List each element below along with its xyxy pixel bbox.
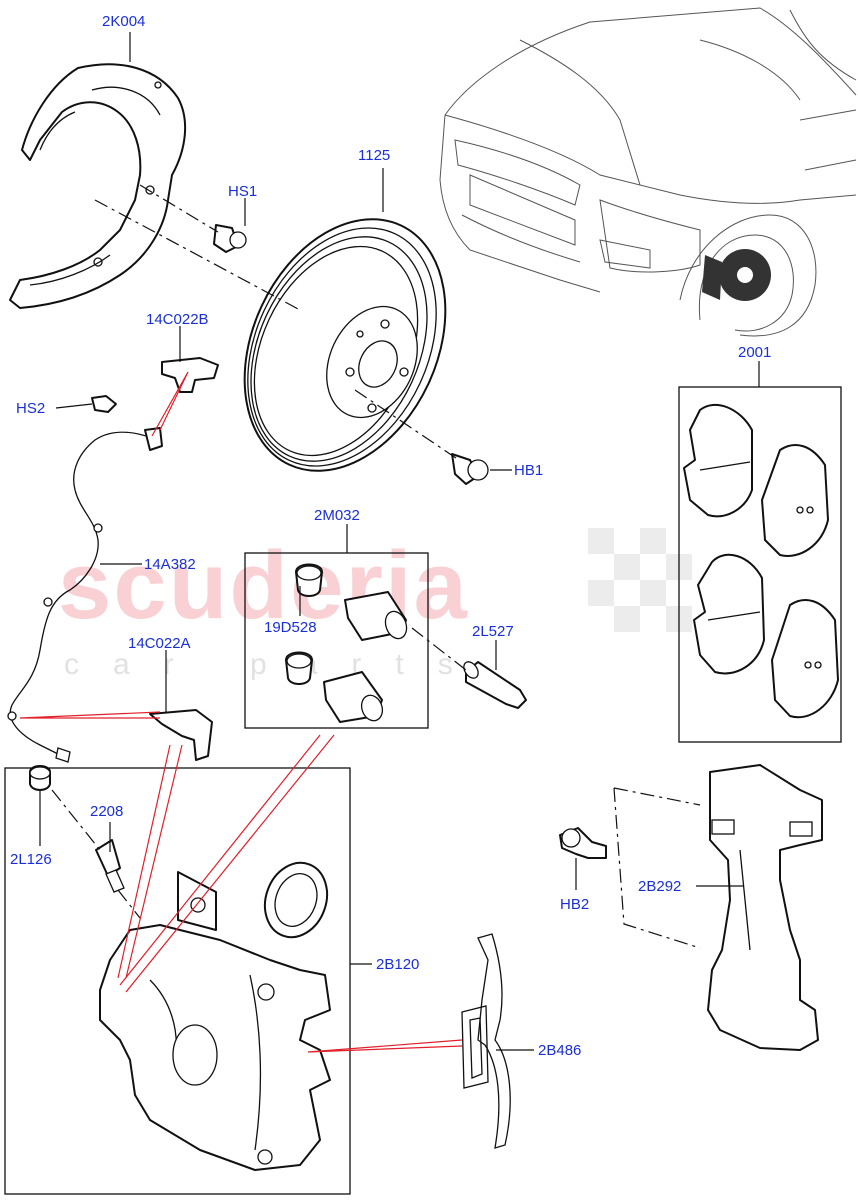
callout-2k004: 2K004 [102,13,146,30]
callout-2b292: 2B292 [638,878,682,895]
brake-pads [683,403,839,719]
disc-screw [451,453,489,485]
sensor-bracket-b [91,357,219,413]
assembly-line-hs1 [139,184,219,233]
callout-1125: 1125 [358,147,391,164]
callout-19d528: 19D528 [264,619,317,636]
assembly-line-hb1 [354,389,457,459]
callout-hb1: HB1 [514,462,544,479]
callout-2001: 2001 [738,344,772,361]
reference-lines [19,371,463,1053]
callout-14a382: 14A382 [144,556,196,573]
callout-hs1: HS1 [228,183,258,200]
callout-2l126: 2L126 [10,851,52,868]
spring-clip [461,933,511,1149]
assembly-line-shield [94,199,301,311]
guide-pin [463,661,527,709]
caliper-box [4,767,351,1195]
callout-hs2: HS2 [16,400,46,417]
caliper-assembly [29,765,331,1171]
assembly-line-bleed [51,789,141,919]
assembly-line-guide [411,627,467,671]
callout-2l527: 2L527 [472,623,514,640]
callout-14c022b: 14C022B [146,311,209,328]
watermark-flag [588,528,692,632]
callout-2b486: 2B486 [538,1042,582,1059]
callout-2b120: 2B120 [376,956,420,973]
caliper-carrier [707,764,823,1051]
brake-disc [243,218,447,472]
sensor-harness [7,427,163,763]
watermark-subtitle: car parts [64,648,487,681]
sensor-bracket-a [149,709,213,761]
caliper-bolt [559,827,607,859]
callout-2208: 2208 [90,803,124,820]
shield-bolt [213,224,247,253]
guide-kit-parts [285,563,408,723]
vehicle-outline [439,7,857,337]
brake-shield [9,63,187,309]
pads-box [678,386,842,743]
callout-leaders [39,32,760,1051]
assembly-line-carrier [613,787,701,949]
callout-14c022a: 14C022A [128,635,191,652]
callout-2m032: 2M032 [314,507,360,524]
callout-hb2: HB2 [560,896,590,913]
